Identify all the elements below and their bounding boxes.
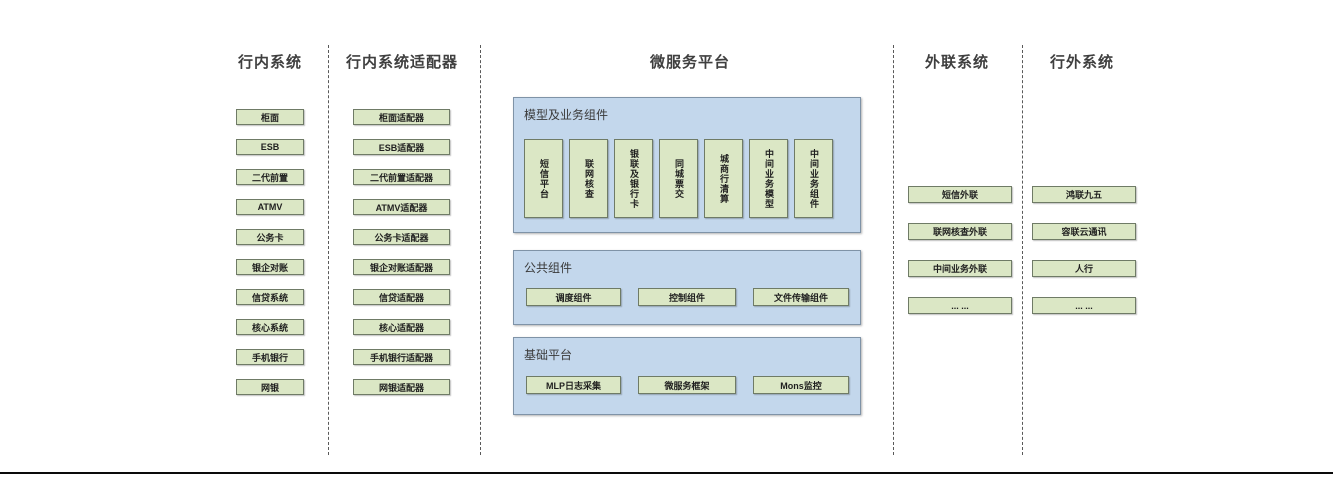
external-box: ... ...: [1032, 297, 1136, 314]
external-box: 鸿联九五: [1032, 186, 1136, 203]
component-box: MLP日志采集: [526, 376, 621, 394]
component-box: 文件传输组件: [753, 288, 849, 306]
column-title-platform: 微服务平台: [649, 54, 730, 71]
component-box: 城商行清算: [704, 139, 743, 218]
bottom-rule: [0, 472, 1333, 474]
adapter-box: 信贷适配器: [353, 289, 450, 305]
component-box: 短信平台: [524, 139, 563, 218]
component-box: 微服务框架: [638, 376, 736, 394]
adapter-box: ATMV适配器: [353, 199, 450, 215]
section-label: 基础平台: [524, 348, 573, 362]
column-title-external: 行外系统: [1049, 54, 1114, 71]
system-box: 信贷系统: [236, 289, 304, 305]
adapter-box: ESB适配器: [353, 139, 450, 155]
system-box: 银企对账: [236, 259, 304, 275]
adapters-column: 柜面适配器 ESB适配器 二代前置适配器 ATMV适配器 公务卡适配器 银企对账…: [353, 109, 450, 409]
adapter-box: 二代前置适配器: [353, 169, 450, 185]
component-box: 同城票交: [659, 139, 698, 218]
common-components-section: 公共组件 调度组件 控制组件 文件传输组件: [513, 250, 861, 325]
column-title-adapters: 行内系统适配器: [345, 54, 458, 71]
column-title-outreach: 外联系统: [924, 54, 989, 71]
component-box: 中间业务组件: [794, 139, 833, 218]
system-box: 核心系统: [236, 319, 304, 335]
component-box: 控制组件: [638, 288, 736, 306]
base-platform-section: 基础平台 MLP日志采集 微服务框架 Mons监控: [513, 337, 861, 415]
outreach-systems-column: 短信外联 联网核查外联 中间业务外联 ... ...: [908, 186, 1012, 334]
adapter-box: 手机银行适配器: [353, 349, 450, 365]
component-box: 调度组件: [526, 288, 621, 306]
external-box: 容联云通讯: [1032, 223, 1136, 240]
component-box: 中间业务模型: [749, 139, 788, 218]
column-separator: [480, 45, 481, 455]
outreach-box: 短信外联: [908, 186, 1012, 203]
adapter-box: 公务卡适配器: [353, 229, 450, 245]
model-components-section: 模型及业务组件 短信平台 联网核查 银联及银行卡 同城票交 城商行清算 中间业务…: [513, 97, 861, 233]
external-systems-column: 鸿联九五 容联云通讯 人行 ... ...: [1032, 186, 1136, 334]
system-box: 公务卡: [236, 229, 304, 245]
adapter-box: 柜面适配器: [353, 109, 450, 125]
system-box: 网银: [236, 379, 304, 395]
inbank-systems-column: 柜面 ESB 二代前置 ATMV 公务卡 银企对账 信贷系统 核心系统 手机银行…: [236, 109, 304, 409]
adapter-box: 核心适配器: [353, 319, 450, 335]
component-box: Mons监控: [753, 376, 849, 394]
system-box: 柜面: [236, 109, 304, 125]
system-box: ESB: [236, 139, 304, 155]
component-box: 联网核查: [569, 139, 608, 218]
system-box: 二代前置: [236, 169, 304, 185]
column-title-inbank: 行内系统: [237, 54, 302, 71]
system-box: ATMV: [236, 199, 304, 215]
outreach-box: 联网核查外联: [908, 223, 1012, 240]
system-box: 手机银行: [236, 349, 304, 365]
section-label: 模型及业务组件: [524, 108, 609, 122]
column-separator: [1022, 45, 1023, 455]
outreach-box: ... ...: [908, 297, 1012, 314]
component-box: 银联及银行卡: [614, 139, 653, 218]
outreach-box: 中间业务外联: [908, 260, 1012, 277]
column-separator: [893, 45, 894, 455]
column-separator: [328, 45, 329, 455]
model-components-row: 短信平台 联网核查 银联及银行卡 同城票交 城商行清算 中间业务模型 中间业务组…: [524, 139, 833, 218]
section-label: 公共组件: [524, 261, 573, 275]
adapter-box: 银企对账适配器: [353, 259, 450, 275]
external-box: 人行: [1032, 260, 1136, 277]
adapter-box: 网银适配器: [353, 379, 450, 395]
